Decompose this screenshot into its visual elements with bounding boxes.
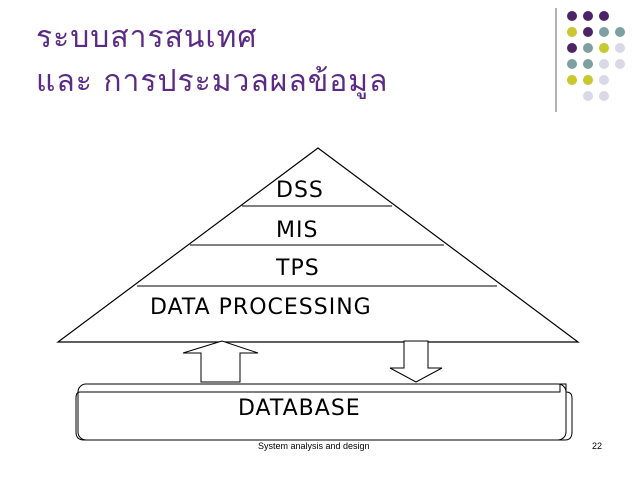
dot (599, 27, 609, 37)
dot (599, 43, 609, 53)
dot (567, 59, 577, 69)
pyramid-outline (56, 147, 580, 343)
dot (599, 75, 609, 85)
dot (567, 11, 577, 21)
dot (567, 43, 577, 53)
dot (583, 75, 593, 85)
dot (583, 59, 593, 69)
down-arrow (389, 340, 443, 383)
dot (583, 27, 593, 37)
database-label: DATABASE (238, 396, 361, 421)
dot (615, 43, 625, 53)
pyramid-layer-mis: MIS (276, 218, 319, 243)
dot (583, 11, 593, 21)
database-shape (75, 383, 573, 441)
dot (599, 91, 609, 101)
dot (615, 59, 625, 69)
dot (567, 75, 577, 85)
pyramid-layer-tps: TPS (276, 256, 320, 281)
pyramid-layer-dss: DSS (276, 178, 324, 203)
footer-caption: System analysis and design (258, 441, 370, 451)
dot (583, 43, 593, 53)
dot (615, 27, 625, 37)
database-body (77, 383, 567, 441)
slide-title-line-2: และ การประมวลผลข้อมูล (36, 64, 389, 99)
page-number: 22 (592, 441, 603, 451)
decorative-dot-grid (567, 11, 625, 101)
dot (583, 91, 593, 101)
pyramid-layer-data-processing: DATA PROCESSING (150, 295, 372, 320)
dot (567, 27, 577, 37)
slide-title-line-1: ระบบสารสนเทศ (36, 20, 258, 55)
up-arrow (182, 340, 259, 383)
pyramid (56, 147, 580, 343)
dot (599, 59, 609, 69)
dot (599, 11, 609, 21)
